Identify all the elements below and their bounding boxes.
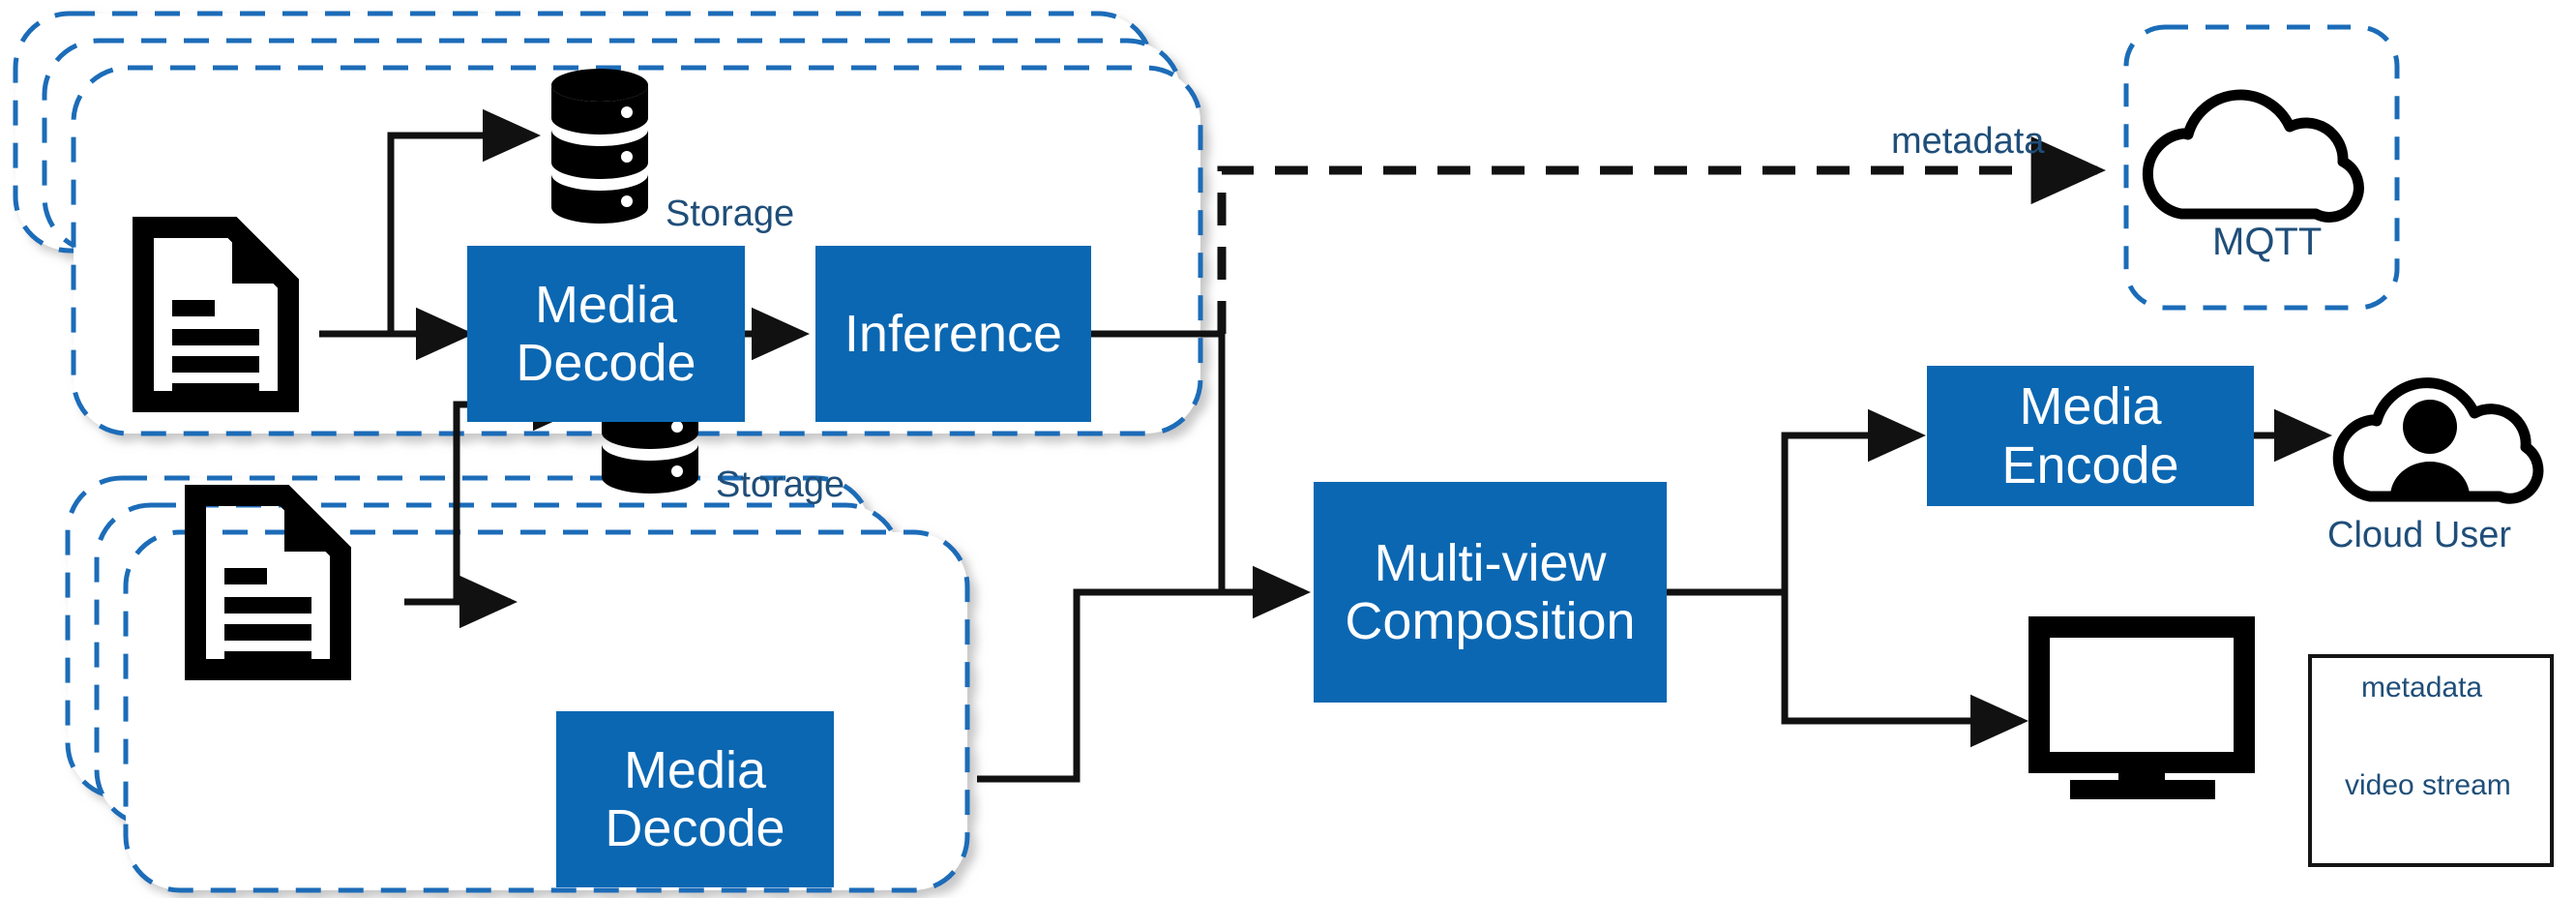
user-head [2403, 400, 2457, 454]
block-media-decode-bottom[interactable]: Media Decode [556, 711, 834, 887]
edge-decode-bottom-to-composition [977, 588, 1222, 783]
legend-label-video-stream: video stream [2345, 769, 2511, 801]
cloud-user-icon [2332, 377, 2544, 504]
connector-group-top [319, 108, 811, 361]
edge-label-metadata: metadata [1891, 121, 2045, 162]
database-storage-icon [551, 69, 648, 224]
storage-label-bottom: Storage [716, 464, 845, 505]
edge-metadata-to-mqtt [1217, 135, 2107, 334]
block-label: Multi-view Composition [1345, 533, 1636, 650]
block-label: Media Inference [844, 304, 1063, 363]
block-inference[interactable]: Media Inference [815, 246, 1091, 422]
block-label: Media Decode [605, 740, 785, 857]
user-body [2390, 462, 2470, 496]
edge-doc-to-storage [387, 108, 542, 334]
document-icon [133, 217, 299, 412]
edge-composition-to-display [1781, 592, 2029, 748]
document-icon [185, 485, 351, 680]
edge-composition-to-encode [1781, 408, 1927, 592]
dashed-container-layer-1 [123, 529, 970, 893]
storage-label-top: Storage [666, 194, 795, 234]
mqtt-label: MQTT [2212, 221, 2323, 263]
legend-label-metadata: metadata [2361, 672, 2483, 703]
block-multi-view-composition[interactable]: Multi-view Composition [1314, 482, 1667, 703]
block-media-encode[interactable]: Media Encode [1927, 366, 2254, 506]
edge-inference-to-composition [1091, 330, 1312, 619]
legend-box [2308, 654, 2554, 867]
cloud-user-label: Cloud User [2327, 515, 2512, 555]
cloud-icon [2142, 89, 2364, 223]
block-label: Media Encode [2001, 377, 2179, 494]
monitor-icon [2028, 616, 2255, 799]
block-media-decode-top[interactable]: Media Decode [467, 246, 745, 422]
block-label: Media Decode [516, 275, 696, 392]
connector-group-spine [977, 330, 2333, 783]
